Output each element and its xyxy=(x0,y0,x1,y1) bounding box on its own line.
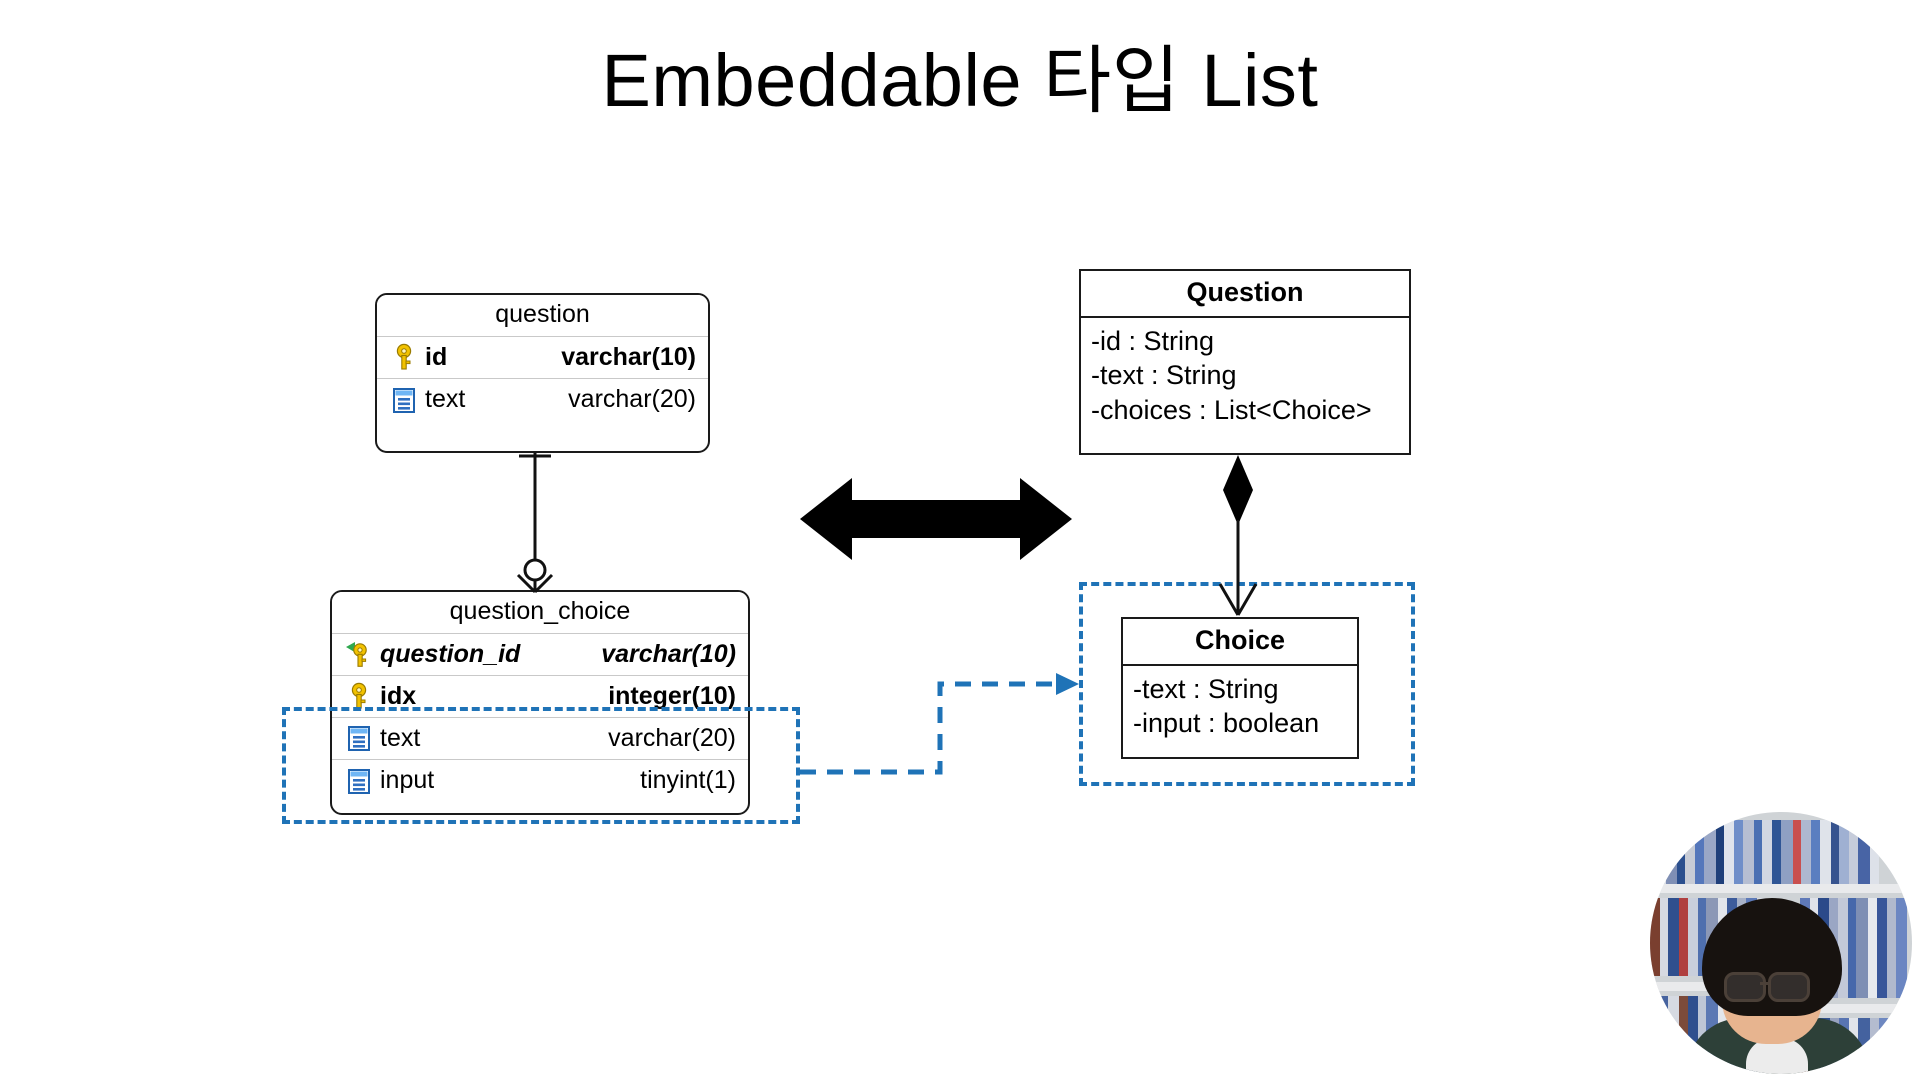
uml-attribute: -text : String xyxy=(1091,360,1237,391)
bookshelf-row xyxy=(1650,820,1912,884)
table-row: text varchar(20) xyxy=(377,379,708,421)
column-name: input xyxy=(380,766,435,794)
column-icon xyxy=(344,766,374,796)
uml-class-question: Question -id : String -text : String -ch… xyxy=(1079,269,1411,455)
er-relationship-connector xyxy=(516,453,554,594)
uml-attribute: -input : boolean xyxy=(1133,708,1320,739)
column-type: varchar(10) xyxy=(561,342,696,371)
foreign-primary-key-icon xyxy=(344,639,374,669)
presenter-webcam xyxy=(1650,812,1912,1074)
er-table-question-title: question xyxy=(377,295,708,337)
table-row: idx integer(10) xyxy=(332,676,748,718)
uml-class-question-attributes: -id : String -text : String -choices : L… xyxy=(1081,318,1409,436)
column-name: question_id xyxy=(380,639,521,668)
glasses-left-lens xyxy=(1724,972,1766,1002)
column-name: id xyxy=(425,342,448,371)
column-type: varchar(10) xyxy=(601,639,736,668)
double-headed-arrow-icon xyxy=(800,478,1072,560)
uml-class-choice-attributes: -text : String -input : boolean xyxy=(1123,666,1357,749)
column-name: text xyxy=(380,723,421,752)
column-icon xyxy=(389,385,419,415)
highlight-box-embeddable-columns xyxy=(282,707,800,824)
uml-class-question-name: Question xyxy=(1081,271,1409,318)
uml-attribute: -choices : List<Choice> xyxy=(1091,394,1372,425)
er-table-question: question id varchar(10) text varchar(20) xyxy=(375,293,710,453)
table-row: text varchar(20) xyxy=(332,718,748,760)
column-type: tinyint(1) xyxy=(640,766,736,794)
uml-class-choice-name: Choice xyxy=(1123,619,1357,666)
table-row: input tinyint(1) xyxy=(332,760,748,802)
er-table-question-choice: question_choice question_id varchar(10) … xyxy=(330,590,750,815)
primary-key-icon xyxy=(389,342,419,372)
column-type: varchar(20) xyxy=(568,385,696,413)
column-type: integer(10) xyxy=(608,681,736,710)
uml-class-choice: Choice -text : String -input : boolean xyxy=(1121,617,1359,759)
column-name: idx xyxy=(380,681,417,710)
glasses-bridge xyxy=(1760,982,1768,985)
er-table-question-choice-title: question_choice xyxy=(332,592,748,634)
shelf-divider xyxy=(1800,1004,1912,1013)
column-type: varchar(20) xyxy=(608,723,736,752)
mapping-dashed-arrow xyxy=(800,673,1079,775)
webcam-background xyxy=(1650,812,1912,1074)
presenter-shirt xyxy=(1746,1038,1808,1074)
column-icon xyxy=(344,723,374,753)
glasses-right-lens xyxy=(1768,972,1810,1002)
table-row: id varchar(10) xyxy=(377,337,708,379)
highlight-box-choice-class xyxy=(1079,582,1415,786)
uml-attribute: -id : String xyxy=(1091,325,1215,356)
table-row: question_id varchar(10) xyxy=(332,634,748,676)
page-title: Embeddable 타입 List xyxy=(601,39,1319,122)
uml-attribute: -text : String xyxy=(1133,673,1279,704)
primary-key-icon xyxy=(344,681,374,711)
shelf-divider xyxy=(1650,884,1912,893)
column-name: text xyxy=(425,385,466,413)
